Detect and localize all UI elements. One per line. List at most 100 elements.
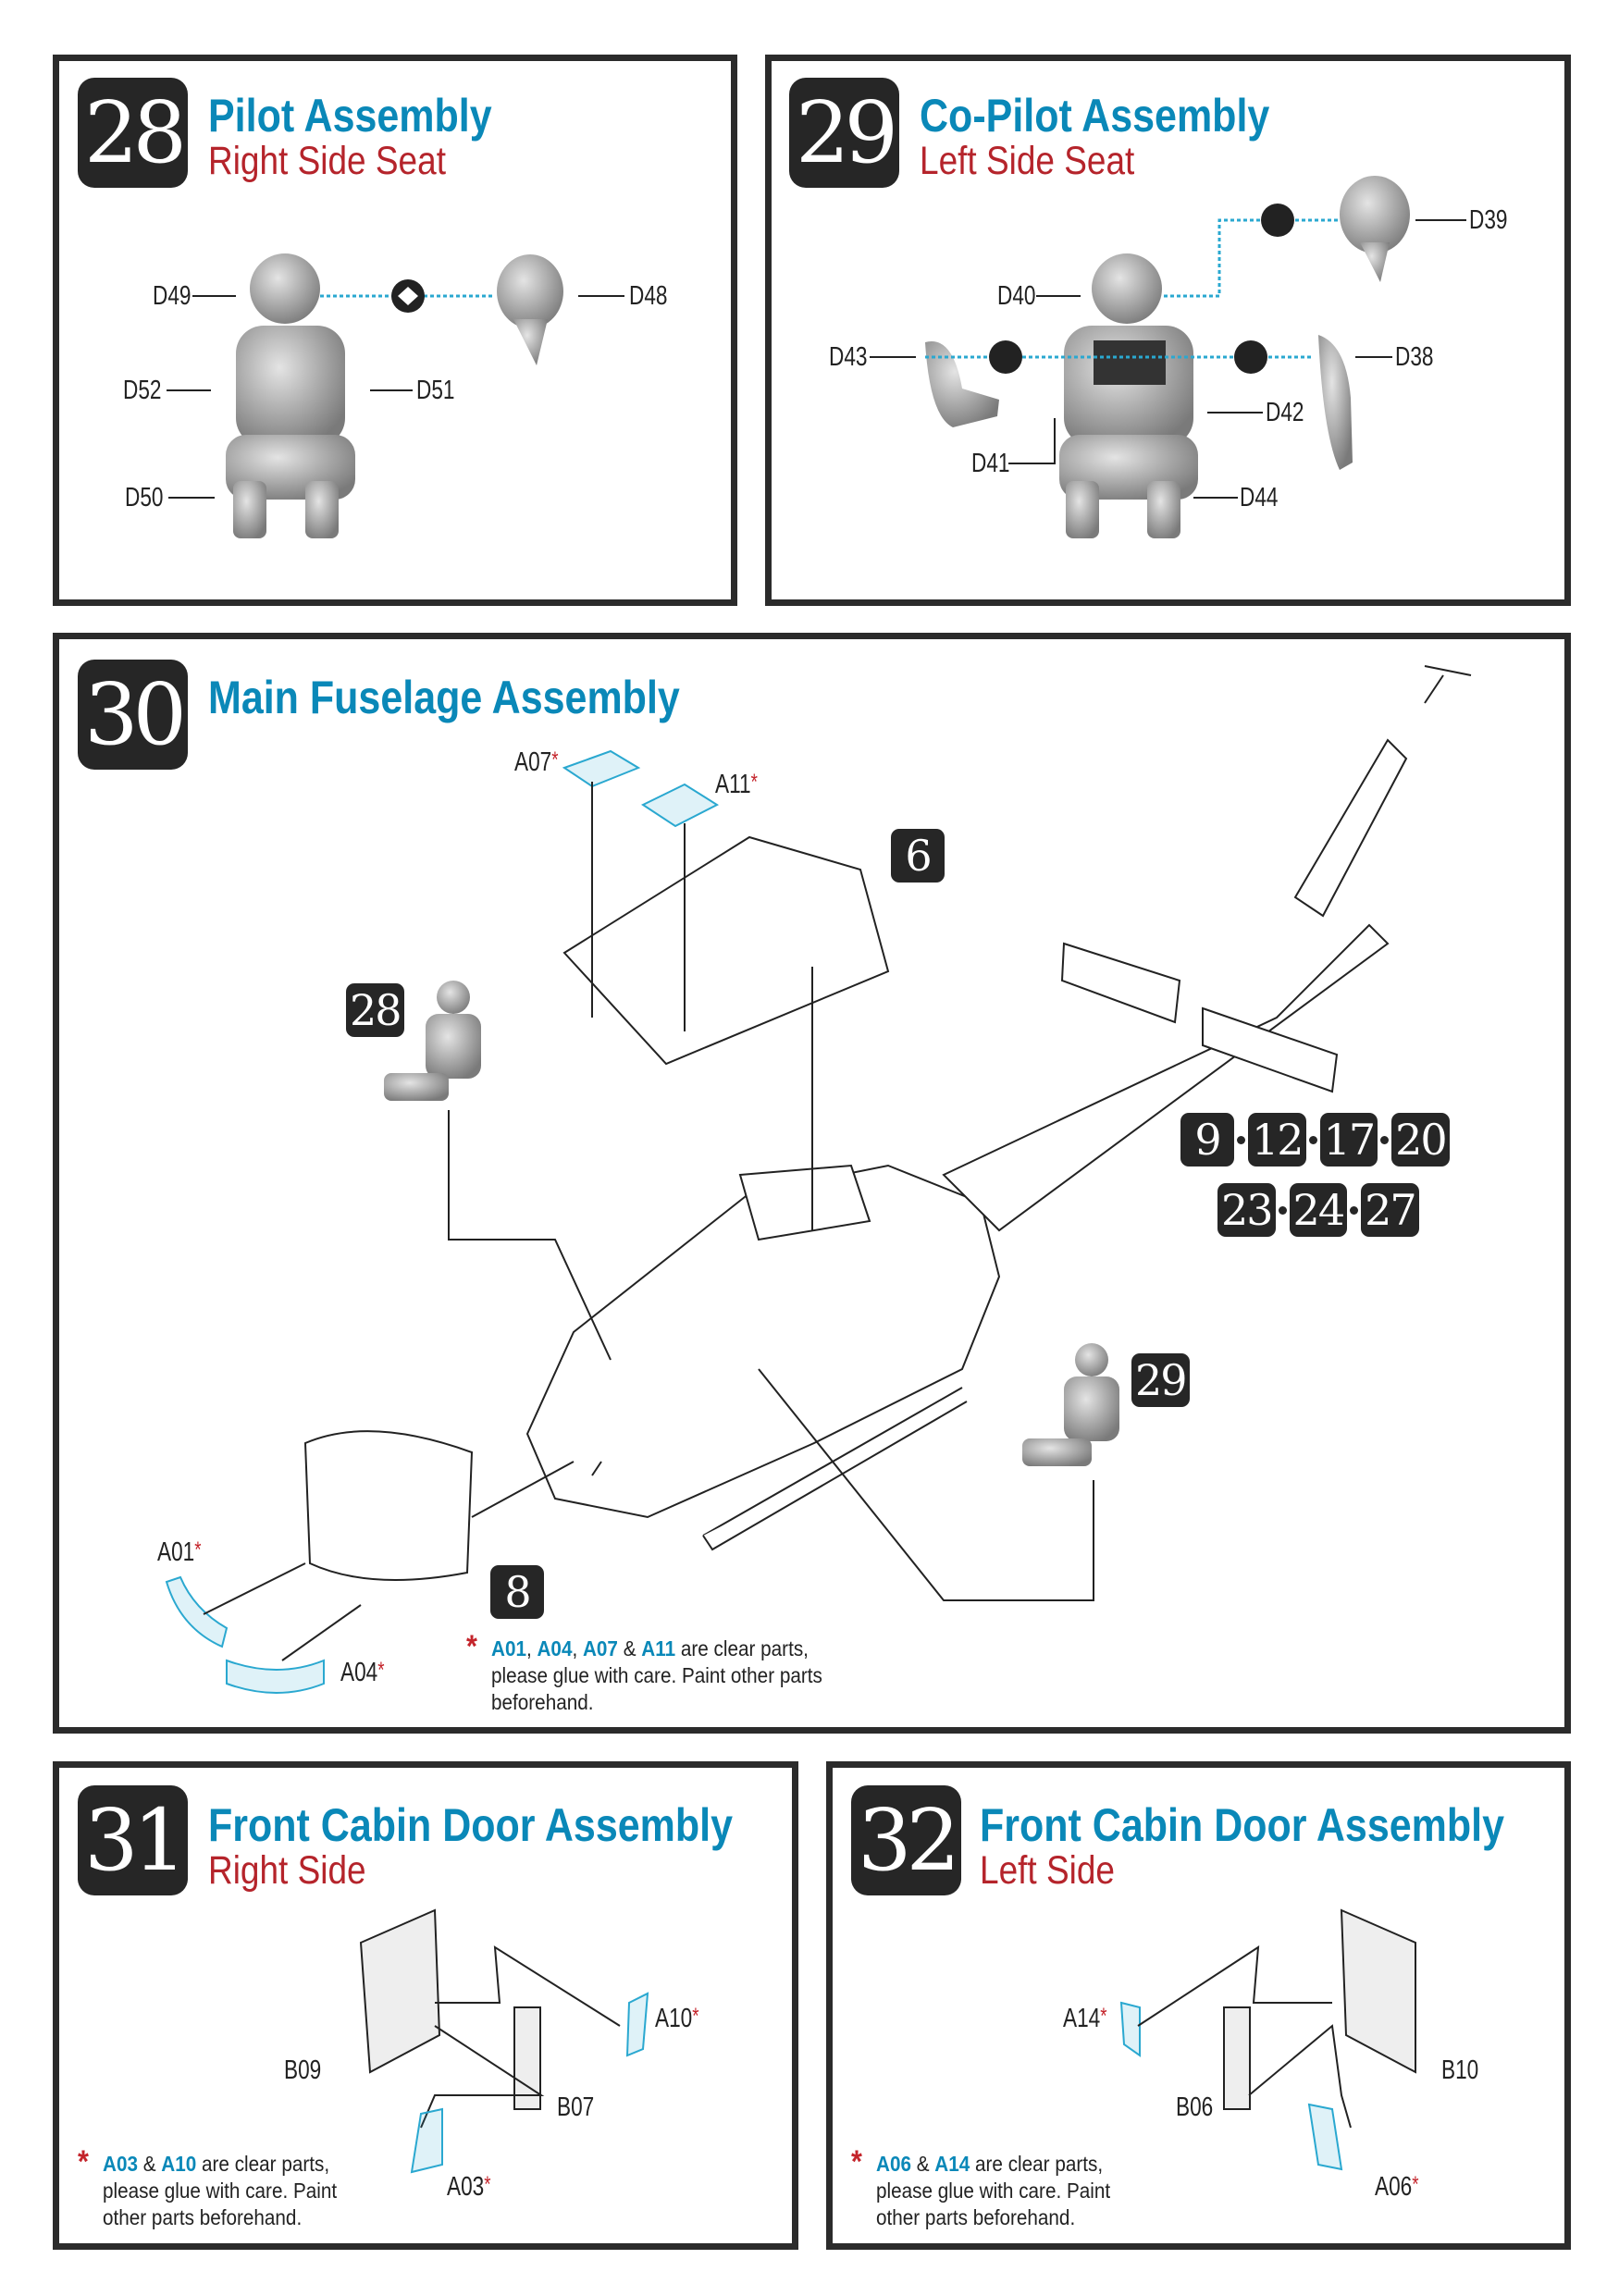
step-ref-badge: 17 xyxy=(1319,1113,1378,1167)
part-id: A10 xyxy=(655,2004,693,2033)
step-ref-badge-8: 8 xyxy=(490,1565,544,1619)
part-label-d52: D52 xyxy=(123,376,162,405)
left-arm-d43 xyxy=(925,341,999,427)
step-subtitle: Right Side Seat xyxy=(208,139,446,183)
pilot-28-mini xyxy=(384,981,481,1101)
part-ref: A03 xyxy=(103,2152,138,2176)
part-label-a03: A03* xyxy=(447,2174,491,2201)
clear-part-asterisk: * xyxy=(377,1658,385,1683)
step-ref-badge: 20 xyxy=(1391,1113,1450,1167)
part-id: A04 xyxy=(340,1658,378,1687)
step-title: Co-Pilot Assembly xyxy=(920,90,1270,142)
asterisk-icon: * xyxy=(466,1629,477,1664)
sep: & xyxy=(617,1636,642,1660)
part-label-d49: D49 xyxy=(153,281,192,311)
part-ref: A06 xyxy=(876,2152,911,2176)
part-label-d43: D43 xyxy=(829,342,868,372)
clear-part-asterisk: * xyxy=(194,1537,202,1562)
step-ref-badge: 27 xyxy=(1361,1183,1419,1237)
part-ref: A14 xyxy=(934,2152,970,2176)
step-ref-badge: 9 xyxy=(1180,1113,1234,1167)
part-ref: A10 xyxy=(161,2152,197,2176)
part-id: A01 xyxy=(157,1537,195,1567)
part-label-d48: D48 xyxy=(629,281,668,311)
note-text: are clear parts, please glue with care. … xyxy=(491,1636,822,1714)
sep: & xyxy=(137,2152,162,2176)
step-subtitle: Left Side Seat xyxy=(920,139,1135,183)
clear-part-asterisk: * xyxy=(1100,2004,1107,2029)
clear-parts-note: *A03 & A10 are clear parts, please glue … xyxy=(78,2146,352,2231)
part-label-a04: A04* xyxy=(340,1660,385,1686)
pilot-figure xyxy=(226,253,355,538)
part-label-b09: B09 xyxy=(284,2055,322,2085)
part-label-a10: A10* xyxy=(655,2006,699,2032)
step-number-badge: 31 xyxy=(78,1785,188,1895)
prior-steps-row-1: 9 12 17 20 xyxy=(1180,1113,1450,1167)
clear-part-a07 xyxy=(562,749,641,788)
part-label-d38: D38 xyxy=(1395,342,1434,372)
door-part-b07 xyxy=(513,2006,541,2110)
door-frame-b09 xyxy=(359,1908,441,2074)
right-arm-d38 xyxy=(1318,335,1353,470)
step-subtitle: Right Side xyxy=(208,1848,366,1893)
clear-part-asterisk: * xyxy=(1412,2172,1419,2197)
step-ref-badge-6: 6 xyxy=(891,829,945,883)
step-number-badge: 29 xyxy=(789,78,899,188)
part-label-b10: B10 xyxy=(1441,2055,1479,2085)
step-title: Front Cabin Door Assembly xyxy=(208,1799,734,1851)
part-label-a14: A14* xyxy=(1063,2006,1107,2032)
asterisk-icon: * xyxy=(78,2144,89,2179)
step-title: Pilot Assembly xyxy=(208,90,492,142)
part-id: A07 xyxy=(514,747,552,777)
part-label-d41: D41 xyxy=(971,449,1010,478)
clear-part-asterisk: * xyxy=(750,770,758,795)
clear-part-a01 xyxy=(165,1575,229,1648)
door-frame-b10 xyxy=(1340,1908,1416,2074)
step-subtitle: Left Side xyxy=(980,1848,1115,1893)
clear-part-asterisk: * xyxy=(551,747,559,772)
step-ref-badge: 24 xyxy=(1289,1183,1348,1237)
step-number-badge: 32 xyxy=(851,1785,961,1895)
part-id: A06 xyxy=(1375,2172,1413,2202)
clear-part-a04 xyxy=(226,1659,325,1694)
part-label-b06: B06 xyxy=(1176,2092,1214,2122)
part-ref: A07 xyxy=(582,1636,618,1660)
part-label-a06: A06* xyxy=(1375,2174,1419,2201)
sep: , xyxy=(572,1636,583,1660)
clear-part-asterisk: * xyxy=(484,2172,491,2197)
clear-part-asterisk: * xyxy=(692,2004,699,2029)
part-label-d44: D44 xyxy=(1240,483,1279,512)
part-label-d39: D39 xyxy=(1469,205,1508,235)
door-part-b06 xyxy=(1223,2006,1251,2110)
step-ref-badge: 12 xyxy=(1248,1113,1306,1167)
sep: & xyxy=(910,2152,935,2176)
sep: , xyxy=(525,1636,538,1660)
part-label-a01: A01* xyxy=(157,1539,202,1566)
part-id: A03 xyxy=(447,2172,485,2202)
step-title: Front Cabin Door Assembly xyxy=(980,1799,1505,1851)
door-parts-32 xyxy=(1137,1908,1416,2129)
clear-parts-note: *A01, A04, A07 & A11 are clear parts, pl… xyxy=(466,1631,841,1716)
assembly-connector-icon xyxy=(391,279,425,313)
leader-lines-28 xyxy=(167,295,624,499)
step-ref-badge-29: 29 xyxy=(1131,1353,1190,1407)
part-id: A14 xyxy=(1063,2004,1101,2033)
helicopter-fuselage xyxy=(303,665,1472,1581)
part-label-d42: D42 xyxy=(1266,398,1304,427)
asterisk-icon: * xyxy=(851,2144,862,2179)
part-label-d50: D50 xyxy=(125,483,164,512)
clear-parts-note: * A06 & A14 are clear parts, please glue … xyxy=(851,2146,1126,2231)
clear-part-a11 xyxy=(640,783,720,828)
step-number-badge: 30 xyxy=(78,660,188,770)
step-number-badge: 28 xyxy=(78,78,188,188)
prior-steps-row-2: 23 24 27 xyxy=(1217,1183,1419,1237)
pilot-29-mini xyxy=(1022,1343,1119,1466)
note-text: are clear parts, please glue with care. … xyxy=(876,2152,1111,2229)
part-ref: A01 xyxy=(491,1636,526,1660)
part-label-a11: A11* xyxy=(715,772,758,798)
part-label-d40: D40 xyxy=(997,281,1036,311)
pilot-head-d48 xyxy=(497,254,563,365)
door-parts-31 xyxy=(359,1908,621,2129)
